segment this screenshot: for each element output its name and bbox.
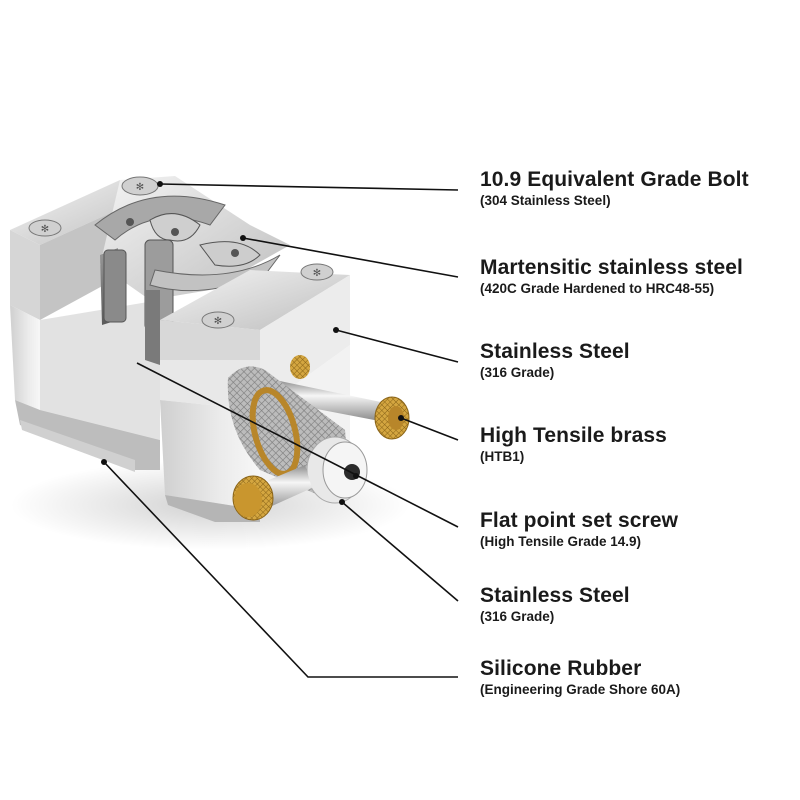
callout-title: Silicone Rubber: [480, 657, 642, 680]
leader-line-bolt: [159, 183, 459, 191]
leader-line-stainless-upper: [335, 329, 459, 363]
leader-line-stainless-lower: [341, 501, 459, 602]
cam-plate: [94, 176, 290, 365]
callout-silicone-rubber: Silicone Rubber (Engineering Grade Shore…: [480, 657, 680, 698]
callout-set-screw: Flat point set screw (High Tensile Grade…: [480, 509, 678, 550]
callout-title: Stainless Steel: [480, 584, 630, 607]
callout-title: 10.9 Equivalent Grade Bolt: [480, 168, 749, 191]
svg-text:✻: ✻: [214, 316, 222, 327]
callout-subtitle: (420C Grade Hardened to HRC48-55): [480, 281, 715, 296]
lower-guide-rod: [232, 465, 312, 521]
svg-text:✻: ✻: [313, 268, 321, 279]
callout-stainless-steel-lower: Stainless Steel (316 Grade): [480, 584, 630, 625]
leader-line-silicone: [103, 461, 458, 678]
svg-text:✻: ✻: [136, 182, 144, 193]
svg-text:✻: ✻: [41, 224, 49, 235]
leader-line-brass: [400, 417, 459, 441]
callout-stainless-steel-upper: Stainless Steel (316 Grade): [480, 340, 630, 381]
callout-title: Flat point set screw: [480, 509, 679, 532]
callout-subtitle: (304 Stainless Steel): [480, 193, 611, 208]
leader-line-set-screw: [136, 362, 459, 528]
callout-leader-lines: [103, 183, 459, 678]
callout-bolt: 10.9 Equivalent Grade Bolt (304 Stainles…: [480, 168, 749, 209]
callout-subtitle: (Engineering Grade Shore 60A): [480, 682, 681, 697]
callout-martensitic-steel: Martensitic stainless steel (420C Grade …: [480, 256, 743, 297]
leader-line-martensitic: [242, 237, 459, 278]
callout-title: High Tensile brass: [480, 424, 667, 447]
callout-subtitle: (316 Grade): [480, 365, 555, 380]
callout-subtitle: (HTB1): [480, 449, 525, 464]
callout-high-tensile-brass: High Tensile brass (HTB1): [480, 424, 667, 465]
torx-bolts: ✻ ✻ ✻ ✻: [28, 176, 334, 329]
callout-subtitle: (316 Grade): [480, 609, 555, 624]
callout-title: Stainless Steel: [480, 340, 630, 363]
callout-anchor-dots: [101, 181, 404, 505]
callout-subtitle: (High Tensile Grade 14.9): [480, 534, 642, 549]
upper-guide-rod: [270, 355, 410, 440]
callout-title: Martensitic stainless steel: [480, 256, 743, 279]
knurled-adjuster: [227, 366, 368, 504]
